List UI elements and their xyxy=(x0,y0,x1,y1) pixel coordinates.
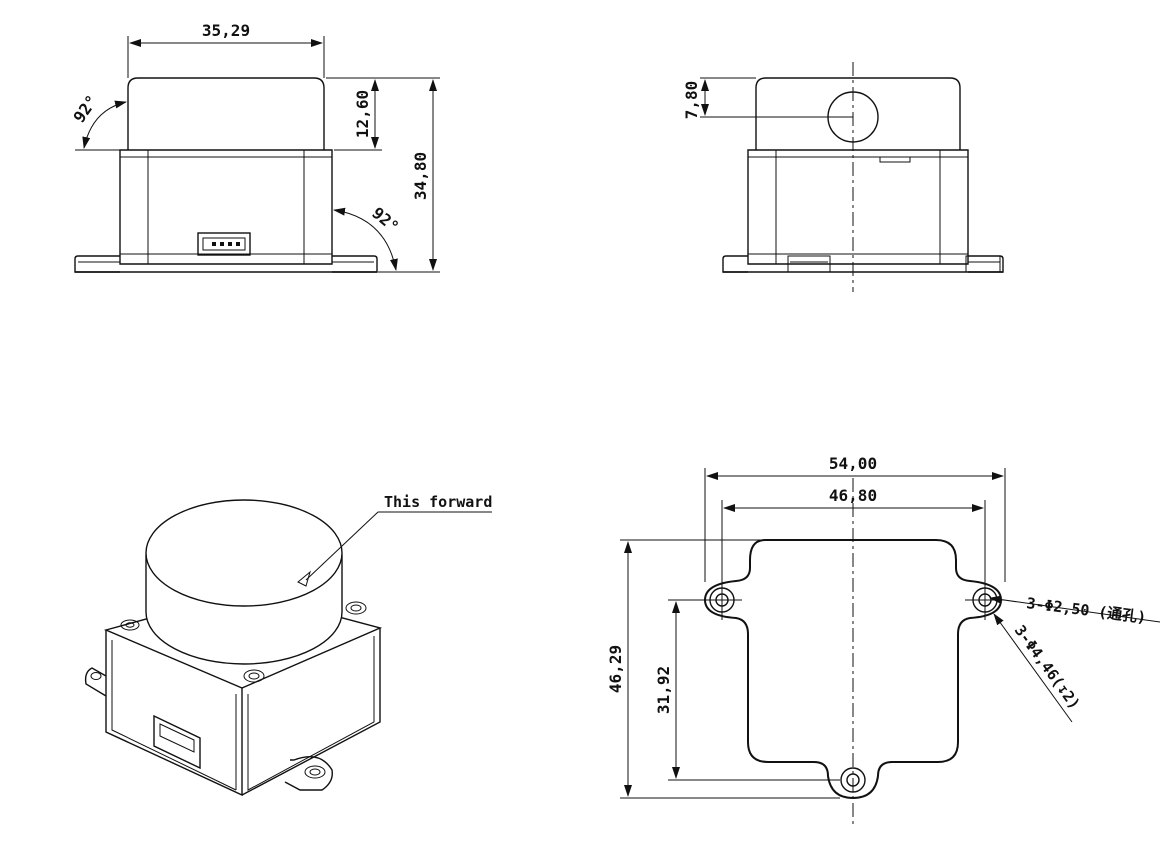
hole-spacing-dim-label: 46,80 xyxy=(829,486,877,505)
outer-height-dim-label: 46,29 xyxy=(606,645,625,693)
front-flange-right xyxy=(332,255,378,273)
side-body xyxy=(747,149,969,265)
forward-label: This forward xyxy=(384,493,492,511)
counterbore-leader xyxy=(993,613,1073,723)
angle-right-arc xyxy=(333,207,398,271)
bottom-view: 54,00 46,80 46,29 31,92 3-Φ2,50 (通孔) 3-Φ… xyxy=(606,454,1161,825)
front-flange-left xyxy=(74,255,120,273)
angle-left-label: 92° xyxy=(69,92,101,127)
iso-cylinder-top xyxy=(145,499,343,607)
through-hole-leader xyxy=(989,595,1161,623)
front-view: 35,29 12,60 34,80 92° 92° xyxy=(69,21,440,273)
total-height-dim-label: 34,80 xyxy=(411,152,430,200)
lens-offset-dim-label: 7,80 xyxy=(682,81,701,120)
iso-connector-icon xyxy=(153,714,201,770)
forward-arrow-icon xyxy=(297,570,311,587)
through-hole-note: 3-Φ2,50 (通孔) xyxy=(1026,594,1148,627)
hole-vertical-dim-label: 31,92 xyxy=(654,666,673,714)
front-cap xyxy=(127,77,325,150)
angle-right-label: 92° xyxy=(368,203,402,236)
side-view: 7,80 xyxy=(682,62,1004,292)
counterbore-note: 3-Φ4,46(↧2) xyxy=(1011,622,1084,713)
iso-base-left xyxy=(105,630,243,797)
angle-left-arc xyxy=(82,100,127,149)
front-body xyxy=(119,149,333,265)
connector-icon xyxy=(197,232,251,256)
cap-height-dim-label: 12,60 xyxy=(353,90,372,138)
side-cap xyxy=(755,77,961,150)
iso-base-right xyxy=(241,628,381,796)
width-dim-label: 35,29 xyxy=(202,21,250,40)
outer-width-dim-label: 54,00 xyxy=(829,454,877,473)
iso-view: This forward xyxy=(84,493,492,797)
